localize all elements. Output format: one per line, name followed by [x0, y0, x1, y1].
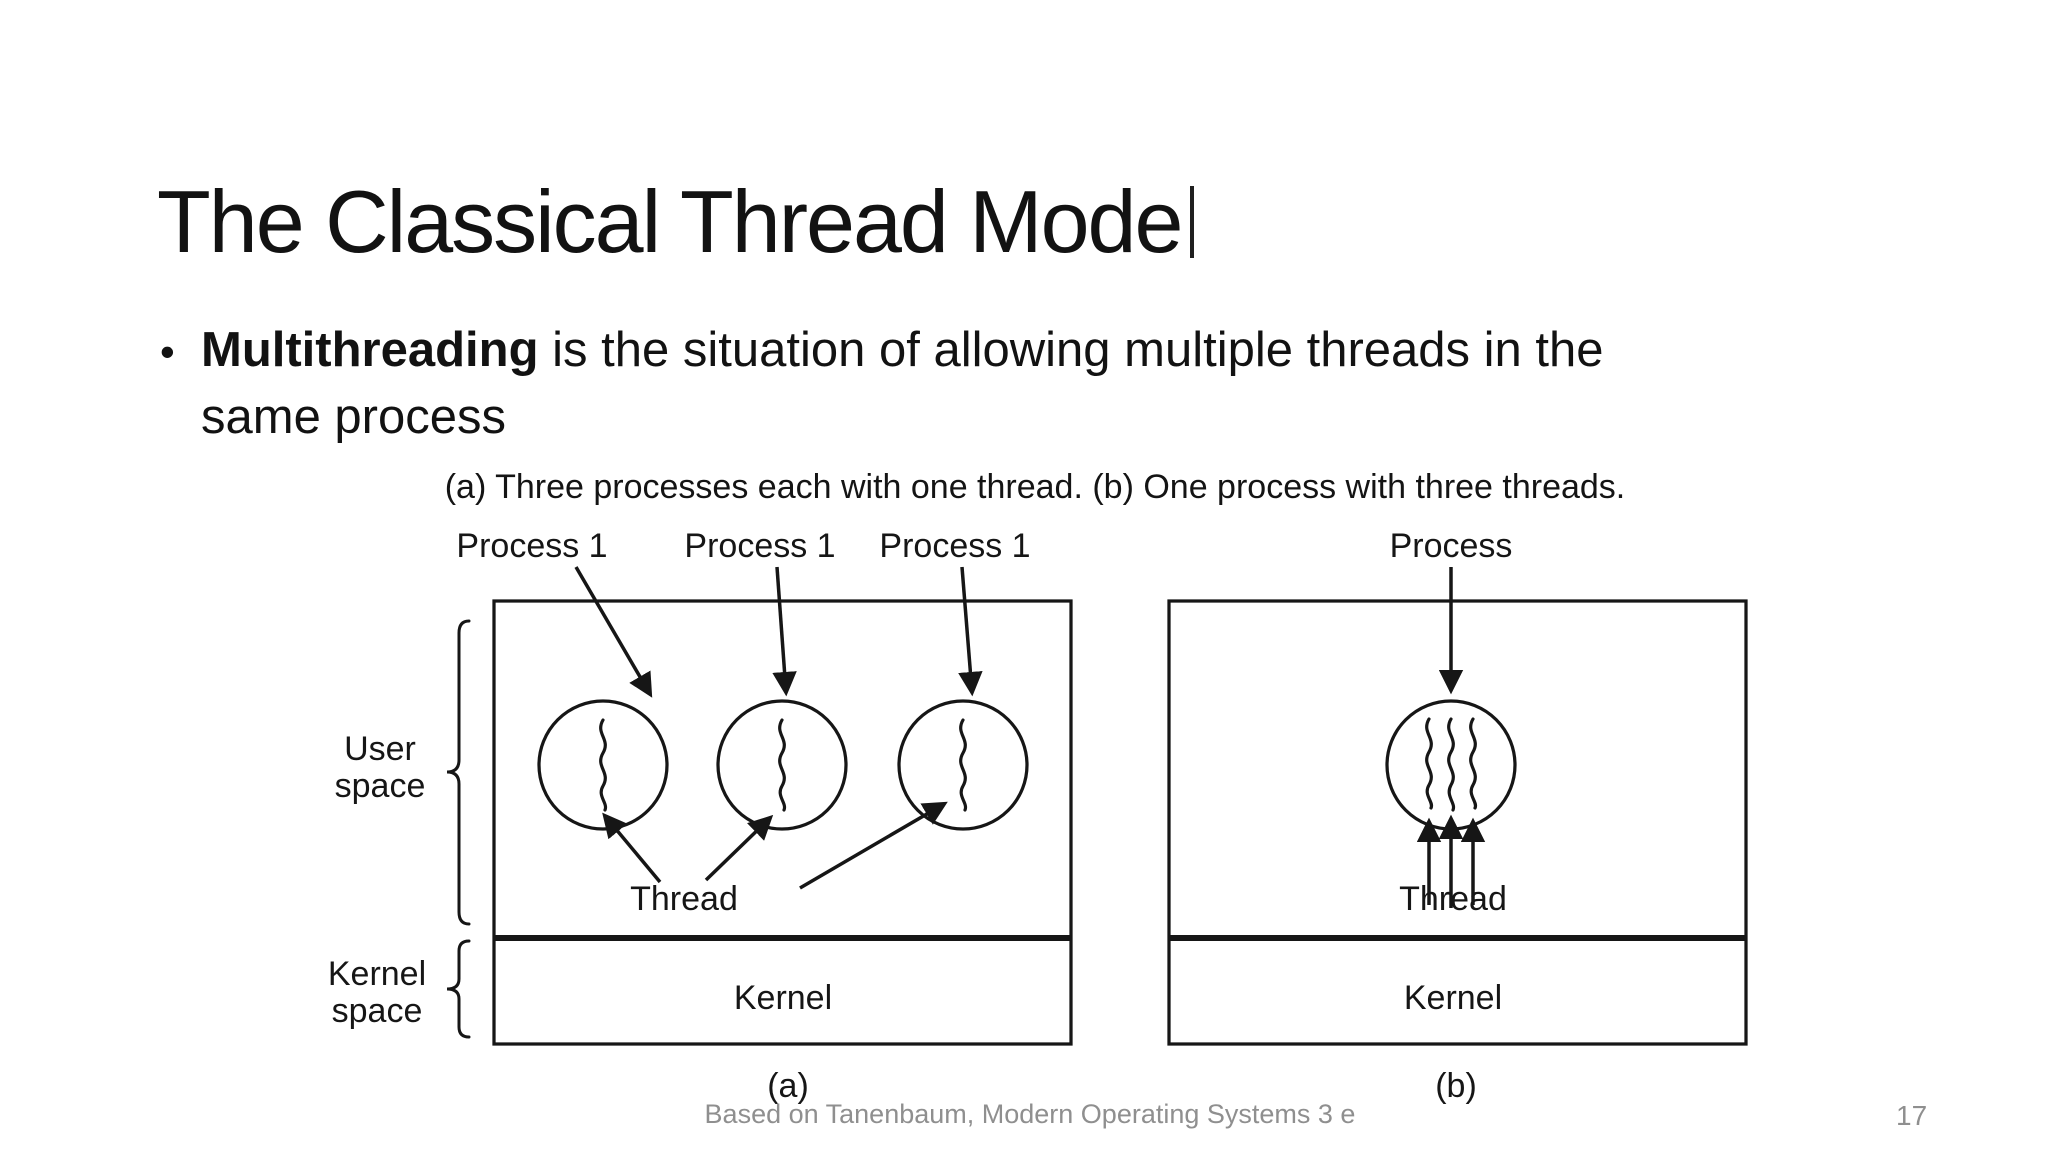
thread-label-b: Thread — [1399, 880, 1507, 918]
user-space-label-line2: space — [335, 767, 426, 805]
figure-b: Process Thread Kernel (b) — [1167, 527, 1748, 1105]
process-arrow-a2 — [772, 566, 797, 697]
process-box-a — [492, 599, 1073, 1046]
text-cursor — [1190, 185, 1195, 258]
sub-label-a: (a) — [767, 1067, 809, 1105]
bullet-rest-text: is the situation of allowing multiple th… — [538, 323, 1604, 377]
kernel-space-label-line2: space — [332, 992, 423, 1030]
thread-arrow-a1 — [602, 812, 662, 884]
bullet-line2-text: same process — [201, 390, 507, 444]
bullet-bold-text: Multithreading — [201, 323, 539, 377]
process-box-b — [1167, 599, 1748, 1046]
thread-circle-a2 — [716, 699, 848, 831]
footer-attribution: Based on Tanenbaum, Modern Operating Sys… — [704, 1099, 1356, 1129]
process-1-label-a1: Process 1 — [456, 527, 607, 565]
thread-squiggle-b1 — [1425, 717, 1434, 810]
thread-model-diagram: Process 1 Process 1 Process 1 Thread — [330, 527, 1748, 1105]
bullet-item[interactable]: • Multithreading is the situation of allo… — [160, 322, 1604, 378]
process-arrow-a1 — [574, 566, 653, 698]
kernel-label-a: Kernel — [734, 979, 832, 1017]
thread-squiggle-a3 — [959, 718, 968, 812]
process-label-b: Process — [1390, 527, 1513, 565]
bullet-glyph: • — [160, 328, 175, 375]
thread-squiggle-b3 — [1469, 717, 1478, 810]
user-space-label-line1: User — [344, 730, 416, 768]
thread-squiggle-a1 — [599, 718, 608, 812]
process-1-label-a3: Process 1 — [879, 527, 1030, 565]
thread-label-a: Thread — [630, 880, 738, 918]
figure-caption: (a) Three processes each with one thread… — [444, 468, 1626, 506]
process-1-label-a2: Process 1 — [684, 527, 835, 565]
process-arrow-a3 — [958, 566, 983, 697]
slide-title-text: The Classical Thread Mode — [157, 171, 1183, 271]
kernel-label-b: Kernel — [1404, 979, 1502, 1017]
sub-label-b: (b) — [1435, 1067, 1477, 1105]
thread-arrow-a2 — [704, 814, 774, 882]
figure-a: Process 1 Process 1 Process 1 Thread — [330, 527, 1073, 1105]
thread-arrow-a3 — [799, 801, 948, 890]
user-space-brace — [446, 619, 471, 926]
kernel-space-label-line1: Kernel — [330, 955, 426, 993]
thread-squiggle-b2 — [1447, 717, 1456, 812]
kernel-space-brace — [446, 939, 471, 1039]
bullet-item-wrap-line: same process — [201, 389, 506, 445]
thread-circle-a3 — [897, 699, 1029, 831]
thread-squiggle-a2 — [778, 718, 787, 812]
slide-title-textbox[interactable]: The Classical Thread Mode — [157, 171, 1195, 273]
page-number: 17 — [1896, 1100, 1928, 1131]
